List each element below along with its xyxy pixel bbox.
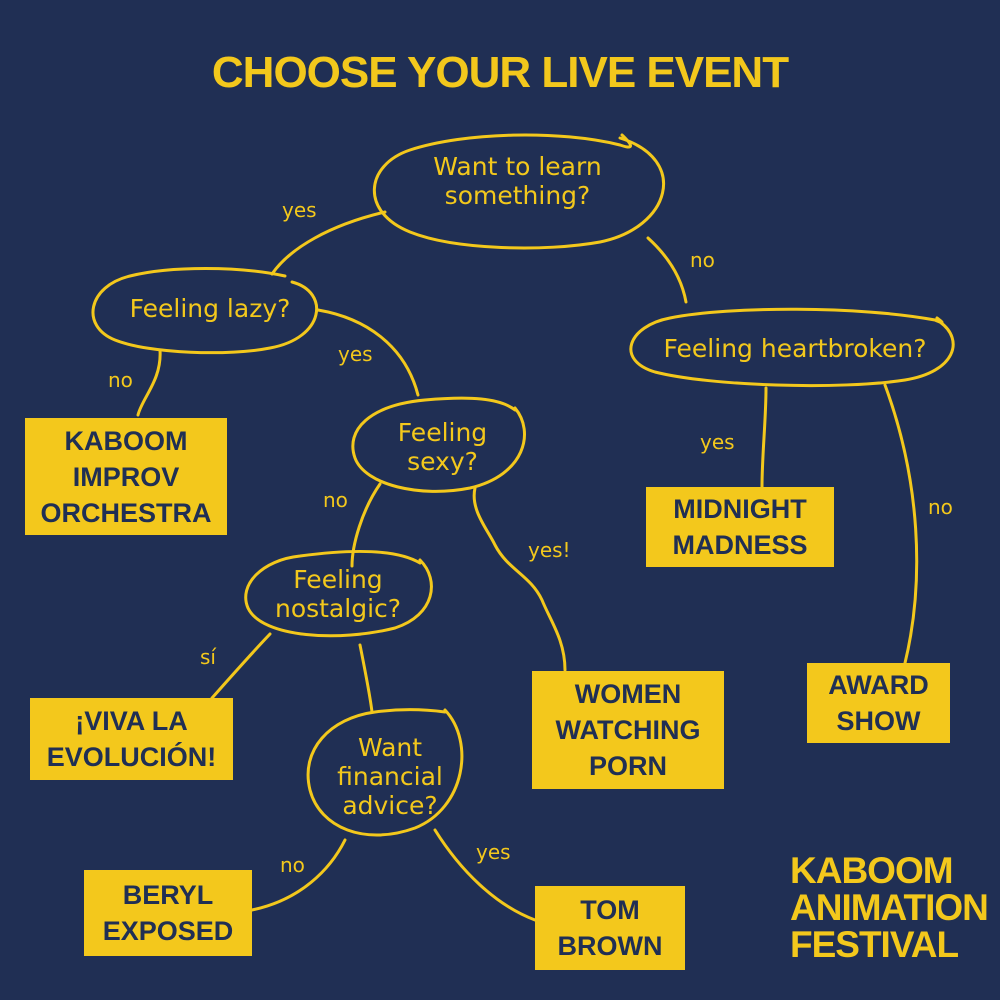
outcome-midnight-line-1: MIDNIGHT [673, 494, 807, 524]
outcome-kaboom-improv: KABOOM IMPROV ORCHESTRA [25, 418, 227, 535]
edge-label-financial-yes: yes [476, 840, 511, 864]
edge-sexy-no-line [350, 482, 382, 568]
outcome-women-line-2: WATCHING [555, 715, 701, 745]
edge-label-lazy-yes: yes [338, 342, 373, 366]
question-sexy-line-1: Feeling [397, 418, 488, 447]
logo-line-2: ANIMATION [790, 887, 989, 928]
edge-learn-no-line [646, 236, 688, 304]
edge-label-nostalgic-si: sí [200, 645, 216, 669]
question-heartbroken: Feeling heartbroken? [640, 334, 950, 363]
outcome-beryl-line-2: EXPOSED [102, 916, 234, 946]
outcome-tom-brown: TOM BROWN [535, 886, 685, 970]
logo-line-1: KABOOM [790, 850, 954, 891]
page-title: CHOOSE YOUR LIVE EVENT [211, 48, 789, 97]
outcome-midnight-madness: MIDNIGHT MADNESS [646, 487, 834, 567]
edge-lazy-yes-line [316, 308, 420, 397]
outcome-kaboom-improv-line-2: IMPROV [72, 461, 180, 492]
oval-heartbroken [629, 307, 955, 388]
question-lazy: Feeling lazy? [110, 294, 310, 323]
edge-label-sexy-no: no [323, 488, 348, 512]
kaboom-festival-logo: KABOOM ANIMATION FESTIVAL [790, 850, 989, 965]
outcome-tom-line-2: BROWN [557, 931, 663, 961]
oval-learn [372, 133, 665, 250]
question-nostalgic-line-1: Feeling [293, 565, 383, 594]
edge-label-sexy-yes: yes! [528, 538, 571, 562]
edge-label-learn-no: no [690, 248, 715, 272]
edge-nostalgic-si-line [210, 632, 272, 700]
outcome-award-line-2: SHOW [836, 706, 921, 736]
edge-financial-no-line [250, 838, 347, 912]
question-sexy-line-2: sexy? [407, 447, 478, 476]
question-lazy-line-1: Feeling lazy? [129, 294, 291, 323]
oval-nostalgic [244, 550, 433, 638]
outcome-viva-line-1: ¡VIVA LA [75, 706, 188, 736]
question-nostalgic: Feeling nostalgic? [258, 565, 418, 623]
outcome-kaboom-improv-line-3: ORCHESTRA [40, 497, 212, 528]
outcome-award-show: AWARD SHOW [807, 663, 950, 743]
edge-lazy-no-line [136, 348, 162, 417]
outcome-women-watching-porn: WOMEN WATCHING PORN [532, 671, 724, 789]
edge-label-heartbroken-yes: yes [700, 430, 735, 454]
oval-sexy [351, 396, 526, 493]
question-learn-line-1: Want to learn [433, 152, 602, 181]
edge-heart-yes-line [760, 386, 768, 489]
question-nostalgic-line-2: nostalgic? [274, 594, 402, 623]
edge-label-lazy-no: no [108, 368, 133, 392]
outcome-beryl-line-1: BERYL [122, 880, 214, 910]
outcome-tom-line-1: TOM [580, 895, 640, 925]
question-learn-line-2: something? [444, 181, 591, 210]
edge-nostalgic-down-line [358, 643, 374, 714]
outcome-women-line-3: PORN [588, 751, 667, 781]
outcome-viva-line-2: EVOLUCIÓN! [46, 742, 217, 772]
question-financial-line-2: financial [337, 762, 443, 791]
oval-lazy [91, 267, 319, 355]
outcome-viva-la-evolucion: ¡VIVA LA EVOLUCIÓN! [30, 698, 233, 780]
question-heartbroken-line-1: Feeling heartbroken? [663, 334, 927, 363]
question-financial-line-3: advice? [342, 791, 438, 820]
logo-line-3: FESTIVAL [790, 924, 959, 965]
outcome-midnight-line-2: MADNESS [672, 530, 808, 560]
edge-heart-no-line [883, 383, 919, 665]
edge-financial-yes-line [433, 828, 537, 922]
question-learn: Want to learn something? [395, 152, 640, 210]
edge-label-learn-yes: yes [282, 198, 317, 222]
question-sexy: Feeling sexy? [370, 418, 515, 476]
oval-financial [306, 708, 464, 837]
outcome-kaboom-improv-line-1: KABOOM [64, 425, 188, 456]
question-financial-line-1: Want [357, 733, 423, 762]
outcome-beryl-exposed: BERYL EXPOSED [84, 870, 252, 956]
outcome-women-line-1: WOMEN [574, 679, 682, 709]
question-financial: Want financial advice? [315, 733, 465, 820]
edge-learn-yes-line [270, 210, 387, 276]
edge-label-heartbroken-no: no [928, 495, 953, 519]
edge-sexy-yes-line [472, 486, 567, 672]
outcome-award-line-1: AWARD [828, 670, 929, 700]
edge-label-financial-no: no [280, 853, 305, 877]
